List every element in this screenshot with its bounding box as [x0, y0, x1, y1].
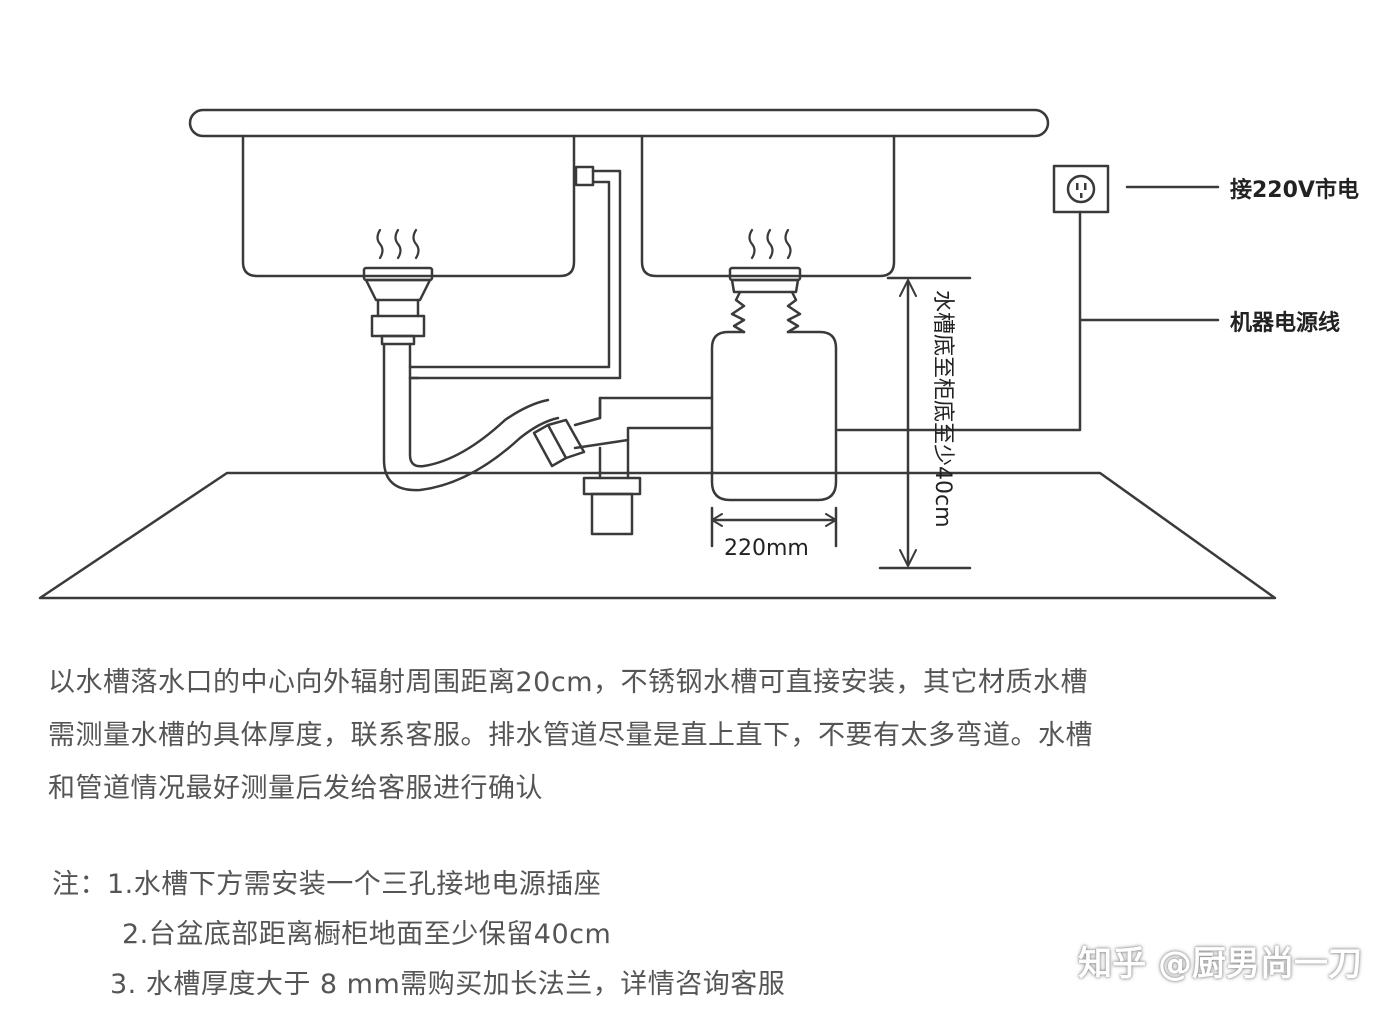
left-drain-nut — [370, 314, 426, 338]
trap-coupler — [532, 418, 586, 468]
power-cord-label: 机器电源线 — [1230, 311, 1341, 336]
overflow-tube — [408, 169, 622, 380]
right-basin — [640, 134, 896, 278]
width-dimension-label: 220mm — [724, 536, 809, 561]
disposer-neck — [730, 290, 802, 334]
disposer-body — [710, 330, 838, 502]
overflow-fitting — [574, 165, 595, 187]
disposer-strainer — [728, 266, 802, 282]
note-1: 注：1.水槽下方需安装一个三孔接地电源插座 — [52, 869, 602, 900]
watermark: 知乎 @厨男尚一刀 — [1078, 944, 1362, 984]
power-cord — [836, 210, 1220, 432]
height-dimension-label: 水槽底至柜底至少40cm — [930, 290, 955, 528]
installation-diagram: 水槽底至柜底至少40cm 220mm — [38, 108, 1277, 600]
outlet-label: 接220V市电 — [1230, 178, 1359, 203]
steam-right-icon — [748, 228, 792, 260]
note-2: 2.台盆底部距离橱柜地面至少保留40cm — [122, 919, 612, 950]
cabinet-floor — [38, 471, 1277, 600]
left-basin — [241, 134, 576, 278]
power-outlet — [1052, 164, 1110, 214]
note-3: 3. 水槽厚度大于 8 mm需购买加长法兰，详情咨询客服 — [110, 969, 786, 1000]
tail-nut — [582, 476, 642, 496]
description-line: 需测量水槽的具体厚度，联系客服。排水管道尽量是直上直下，不要有太多弯道。水槽 — [48, 720, 1093, 751]
description-paragraph: 以水槽落水口的中心向外辐射周围距离20cm，不锈钢水槽可直接安装，其它材质水槽 … — [48, 656, 1348, 815]
width-dimension — [710, 506, 838, 548]
t-fitting — [573, 396, 714, 450]
steam-left-icon — [376, 228, 420, 260]
left-strainer — [362, 266, 434, 282]
description-line: 和管道情况最好测量后发给客服进行确认 — [48, 773, 543, 804]
sink-rim — [188, 108, 1050, 138]
description-line: 以水槽落水口的中心向外辐射周围距离20cm，不锈钢水槽可直接安装，其它材质水槽 — [48, 667, 1089, 698]
height-dimension — [878, 276, 972, 570]
u-trap — [382, 342, 560, 492]
